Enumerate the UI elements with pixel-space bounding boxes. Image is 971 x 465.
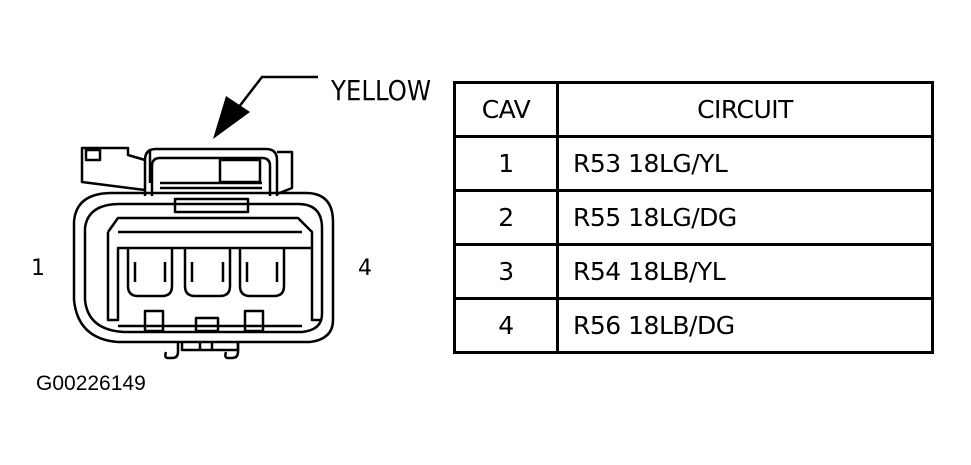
table-row: 1 R53 18LG/YL <box>453 135 934 192</box>
header-circuit: CIRCUIT <box>556 81 934 138</box>
cav-cell: 3 <box>453 243 559 300</box>
color-leader <box>234 75 318 113</box>
leader-arrowhead <box>213 96 250 139</box>
color-label: YELLOW <box>330 74 431 107</box>
connector-body <box>72 146 335 360</box>
cav-cell: 2 <box>453 189 559 246</box>
circuit-cell: R56 18LB/DG <box>556 297 934 354</box>
figure-id: G00226149 <box>36 372 146 395</box>
cav-cell: 4 <box>453 297 559 354</box>
circuit-cell: R53 18LG/YL <box>556 135 934 192</box>
table-row: 3 R54 18LB/YL <box>453 243 934 300</box>
pin-label-left: 1 <box>31 256 45 281</box>
table-header-row: CAV CIRCUIT <box>453 81 934 138</box>
circuit-cell: R54 18LB/YL <box>556 243 934 300</box>
table-row: 2 R55 18LG/DG <box>453 189 934 246</box>
cav-cell: 1 <box>453 135 559 192</box>
cavity-circuit-table: CAV CIRCUIT 1 R53 18LG/YL 2 R55 18LG/DG … <box>453 81 934 354</box>
table-row: 4 R56 18LB/DG <box>453 297 934 354</box>
circuit-cell: R55 18LG/DG <box>556 189 934 246</box>
pin-label-right: 4 <box>358 256 372 281</box>
header-cav: CAV <box>453 81 559 138</box>
